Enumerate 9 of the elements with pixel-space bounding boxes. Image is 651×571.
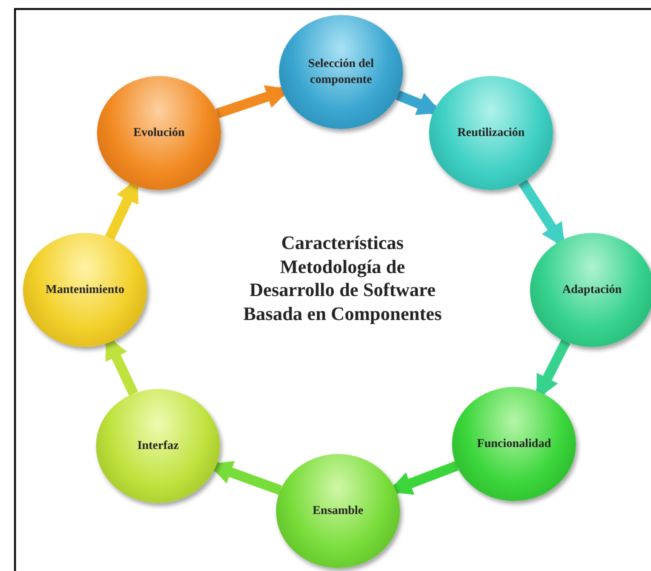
node-label: Funcionalidad bbox=[476, 436, 552, 452]
node-label: Selección del componente bbox=[307, 56, 375, 88]
node-label: Reutilización bbox=[457, 125, 525, 141]
node-label: Mantenimiento bbox=[46, 282, 124, 298]
center-title: Características Metodología de Desarrollo de Software Basada en Componentes bbox=[242, 232, 443, 326]
node-label: Evolución bbox=[133, 125, 185, 141]
node-label: Interfaz bbox=[137, 438, 179, 454]
node-label: Ensamble bbox=[312, 503, 364, 519]
node-label: Adaptación bbox=[562, 282, 622, 298]
